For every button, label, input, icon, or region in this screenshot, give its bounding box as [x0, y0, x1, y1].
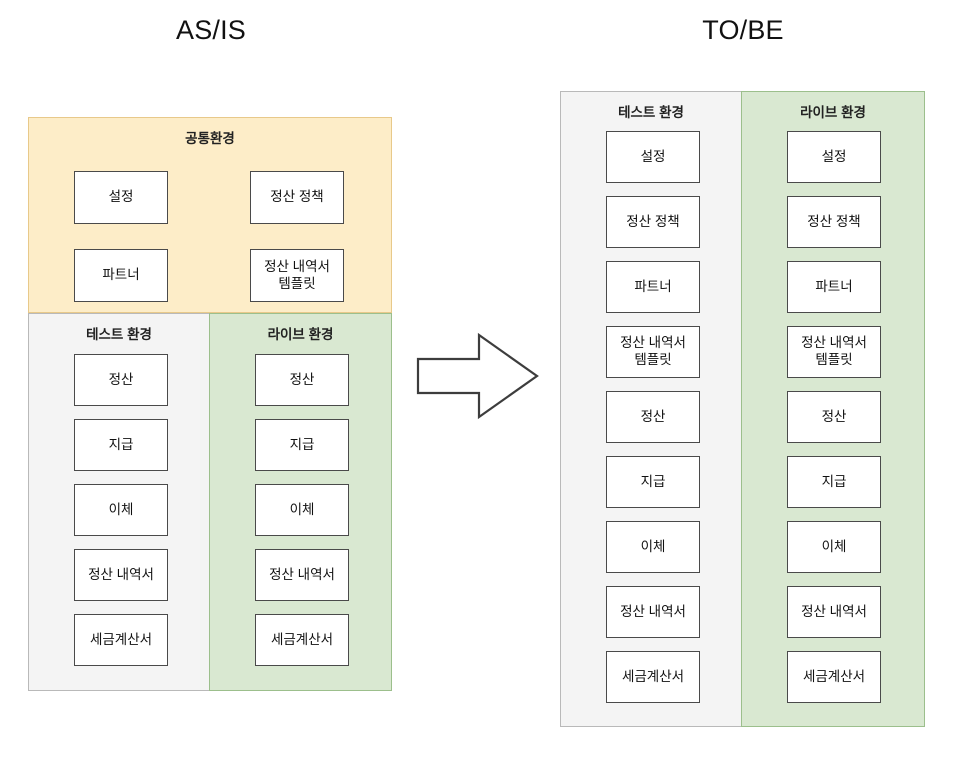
asis-live-node-payout[interactable]: 지급: [255, 419, 349, 471]
tobe-live-node-settlement-policy[interactable]: 정산 정책: [787, 196, 881, 248]
tobe-live-zone-label: 라이브 환경: [800, 105, 866, 120]
tobe-live-node-settlement-statement-template[interactable]: 정산 내역서 템플릿: [787, 326, 881, 378]
tobe-test-node-transfer[interactable]: 이체: [606, 521, 700, 573]
tobe-title: TO/BE: [702, 15, 784, 45]
right-arrow-icon: [416, 332, 539, 420]
asis-test-zone-label: 테스트 환경: [86, 327, 152, 342]
tobe-live-node-setting[interactable]: 설정: [787, 131, 881, 183]
tobe-live-node-partner[interactable]: 파트너: [787, 261, 881, 313]
asis-live-node-settlement[interactable]: 정산: [255, 354, 349, 406]
asis-live-node-tax-invoice[interactable]: 세금계산서: [255, 614, 349, 666]
asis-test-node-settlement[interactable]: 정산: [74, 354, 168, 406]
tobe-test-node-tax-invoice[interactable]: 세금계산서: [606, 651, 700, 703]
asis-common-node-settlement-statement-template[interactable]: 정산 내역서 템플릿: [250, 249, 344, 302]
tobe-live-node-transfer[interactable]: 이체: [787, 521, 881, 573]
tobe-live-node-tax-invoice[interactable]: 세금계산서: [787, 651, 881, 703]
asis-test-node-transfer[interactable]: 이체: [74, 484, 168, 536]
tobe-test-node-settlement-policy[interactable]: 정산 정책: [606, 196, 700, 248]
tobe-test-node-settlement-statement[interactable]: 정산 내역서: [606, 586, 700, 638]
asis-live-zone-label: 라이브 환경: [267, 327, 334, 342]
tobe-live-node-settlement-statement[interactable]: 정산 내역서: [787, 586, 881, 638]
asis-common-node-setting[interactable]: 설정: [74, 171, 168, 224]
tobe-test-zone-label: 테스트 환경: [618, 105, 684, 120]
asis-common-node-partner[interactable]: 파트너: [74, 249, 168, 302]
tobe-test-node-settlement-statement-template[interactable]: 정산 내역서 템플릿: [606, 326, 700, 378]
tobe-test-node-payout[interactable]: 지급: [606, 456, 700, 508]
tobe-live-node-settlement[interactable]: 정산: [787, 391, 881, 443]
tobe-test-node-settlement[interactable]: 정산: [606, 391, 700, 443]
asis-common-zone: 공통환경 설정 정산 정책 파트너 정산 내역서 템플릿: [28, 117, 392, 313]
asis-title: AS/IS: [175, 15, 247, 45]
asis-test-node-settlement-statement[interactable]: 정산 내역서: [74, 549, 168, 601]
asis-live-zone: 라이브 환경 정산 지급 이체 정산 내역서 세금계산서: [209, 313, 392, 691]
asis-test-node-payout[interactable]: 지급: [74, 419, 168, 471]
asis-live-node-transfer[interactable]: 이체: [255, 484, 349, 536]
asis-test-zone: 테스트 환경 정산 지급 이체 정산 내역서 세금계산서: [28, 313, 210, 691]
tobe-live-node-payout[interactable]: 지급: [787, 456, 881, 508]
tobe-test-node-partner[interactable]: 파트너: [606, 261, 700, 313]
asis-live-node-settlement-statement[interactable]: 정산 내역서: [255, 549, 349, 601]
tobe-live-zone: 라이브 환경 설정 정산 정책 파트너 정산 내역서 템플릿 정산 지급 이체 …: [741, 91, 925, 727]
tobe-test-node-setting[interactable]: 설정: [606, 131, 700, 183]
tobe-test-zone: 테스트 환경 설정 정산 정책 파트너 정산 내역서 템플릿 정산 지급 이체 …: [560, 91, 742, 727]
asis-common-node-settlement-policy[interactable]: 정산 정책: [250, 171, 344, 224]
asis-common-zone-label: 공통환경: [185, 131, 235, 146]
asis-test-node-tax-invoice[interactable]: 세금계산서: [74, 614, 168, 666]
